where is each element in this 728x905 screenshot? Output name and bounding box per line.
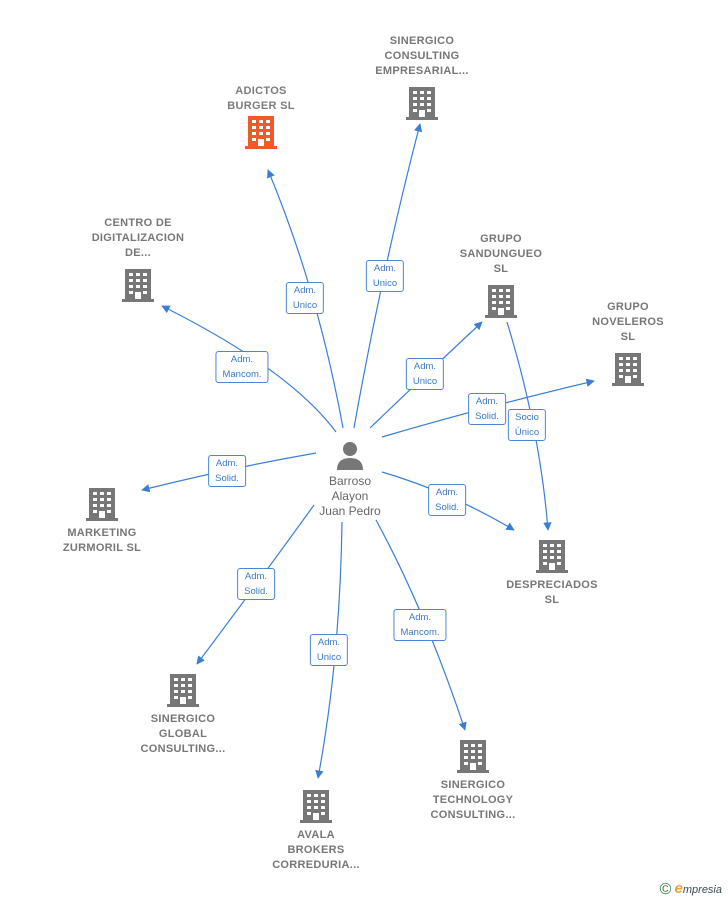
empresia-logo: © empresia (660, 880, 722, 899)
copyright-symbol: © (659, 881, 672, 898)
edge-centro (161, 305, 337, 433)
edge-label-marketing[interactable]: Adm. Solid. (208, 455, 246, 487)
building-icon (485, 285, 517, 318)
node-label: DESPRECIADOS SL (506, 579, 598, 606)
node-sinergico-global[interactable]: SINERGICO GLOBAL CONSULTING... (123, 672, 243, 757)
brand-rest: mpresia (682, 883, 722, 896)
edge-label-centro[interactable]: Adm. Mancom. (215, 351, 269, 383)
node-label: GRUPO NOVELEROS SL (592, 301, 664, 343)
edge-label-sinergico-emp[interactable]: Adm. Unico (365, 260, 405, 292)
building-icon (406, 87, 438, 120)
edge-label-avala[interactable]: Adm. Unico (309, 634, 349, 666)
edge-label-sandungueo[interactable]: Adm. Unico (405, 358, 445, 390)
node-label: SINERGICO TECHNOLOGY CONSULTING... (430, 779, 516, 821)
node-sinergico-technology[interactable]: SINERGICO TECHNOLOGY CONSULTING... (413, 738, 533, 823)
building-icon (300, 790, 332, 823)
building-icon (536, 540, 568, 573)
person-name: Barroso Alayon Juan Pedro (319, 474, 381, 518)
building-icon (122, 269, 154, 302)
building-icon (612, 353, 644, 386)
building-icon (167, 674, 199, 707)
node-label: ADICTOS BURGER SL (227, 85, 295, 112)
building-icon (86, 488, 118, 521)
node-label: GRUPO SANDUNGUEO SL (459, 233, 543, 275)
node-sinergico-empresarial[interactable]: SINERGICO CONSULTING EMPRESARIAL... (362, 34, 482, 121)
node-marketing-zurmoril[interactable]: MARKETING ZURMORIL SL (42, 486, 162, 556)
node-centro-digitalizacion[interactable]: CENTRO DE DIGITALIZACION DE... (78, 216, 198, 303)
brand-e: e (674, 879, 683, 897)
building-icon (457, 740, 489, 773)
edge-label-despreciados-socio[interactable]: Socio Único (507, 409, 547, 441)
node-grupo-noveleros[interactable]: GRUPO NOVELEROS SL (568, 300, 688, 387)
node-avala-brokers[interactable]: AVALA BROKERS CORREDURIA... (256, 788, 376, 873)
person-icon (337, 442, 363, 470)
building-icon (245, 116, 277, 149)
node-label: CENTRO DE DIGITALIZACION DE... (91, 217, 185, 259)
edge-label-noveleros[interactable]: Adm. Solid. (468, 393, 506, 425)
node-adictos-burger[interactable]: ADICTOS BURGER SL (201, 84, 321, 150)
node-label: SINERGICO CONSULTING EMPRESARIAL... (375, 35, 469, 77)
node-label: SINERGICO GLOBAL CONSULTING... (140, 713, 226, 755)
edge-label-despreciados[interactable]: Adm. Solid. (428, 484, 466, 516)
node-grupo-sandungueo[interactable]: GRUPO SANDUNGUEO SL (441, 232, 561, 319)
center-person[interactable]: Barroso Alayon Juan Pedro (290, 440, 410, 519)
edge-label-sin-global[interactable]: Adm. Solid. (237, 568, 275, 600)
edge-label-adictos[interactable]: Adm. Unico (285, 282, 325, 314)
node-label: MARKETING ZURMORIL SL (62, 527, 142, 554)
edge-label-sin-tech[interactable]: Adm. Mancom. (393, 609, 447, 641)
node-label: AVALA BROKERS CORREDURIA... (272, 829, 360, 871)
node-despreciados[interactable]: DESPRECIADOS SL (492, 538, 612, 608)
